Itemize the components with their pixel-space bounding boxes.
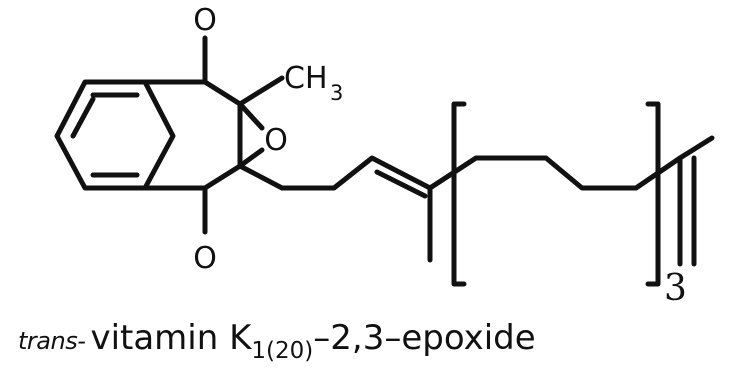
- epoxide-oxygen: O: [264, 123, 288, 158]
- caption-subscript: 1(20): [251, 338, 314, 364]
- methyl-carbon-label: CH: [284, 61, 328, 96]
- methyl-subscript: 3: [330, 81, 343, 105]
- vitamin-k-epoxide-structure: O O O CH 3 3: [54, 3, 715, 309]
- compound-caption: trans- vitamin K1(20)–2,3–epoxide: [18, 318, 536, 364]
- quinone-ring: [142, 35, 243, 235]
- repeat-bracket-left: [451, 101, 467, 287]
- benzene-ring: [54, 79, 176, 191]
- methyl-bond: [237, 75, 285, 107]
- trans-double-bond-inner: [374, 169, 428, 199]
- caption-name: vitamin K: [90, 318, 252, 358]
- carbonyl-top-oxygen: O: [193, 3, 217, 38]
- caption-prefix: trans-: [18, 327, 86, 355]
- side-chain: [237, 135, 715, 267]
- repeat-count: 3: [664, 268, 687, 309]
- epoxide: [237, 75, 285, 169]
- caption-suffix: –2,3–epoxide: [313, 318, 536, 358]
- chain-continuation: [677, 135, 715, 161]
- aromatic-inner-bond-left: [70, 96, 96, 139]
- repeat-bracket-right: [645, 101, 661, 287]
- carbonyl-bottom-oxygen: O: [193, 241, 217, 276]
